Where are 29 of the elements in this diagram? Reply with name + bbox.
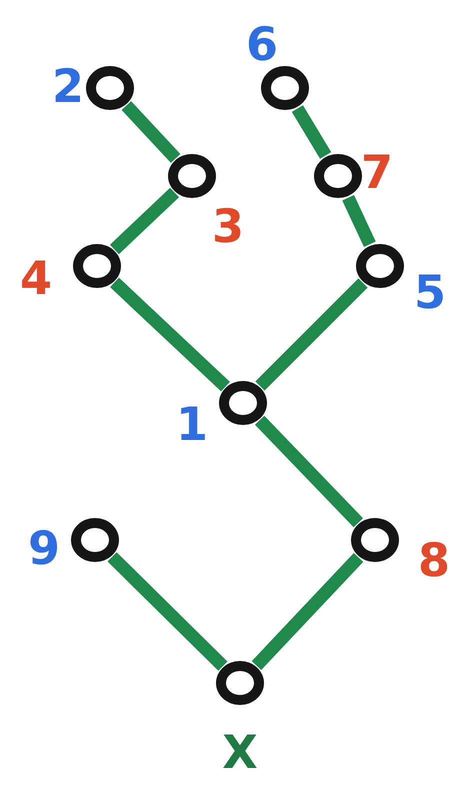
node-number: 5: [414, 269, 446, 315]
ring-joint: [351, 518, 399, 562]
node-number: 2: [52, 63, 84, 109]
node-number: 9: [28, 525, 60, 571]
ring-joint: [219, 381, 267, 425]
ring-joint: [71, 518, 119, 562]
connector-stick: [108, 552, 228, 671]
node-number: 3: [212, 203, 244, 249]
ring-joint: [168, 154, 216, 198]
connector-stick: [255, 278, 368, 391]
connector-stick: [110, 278, 230, 392]
node-number: X: [222, 729, 258, 775]
node-number: 7: [361, 149, 393, 195]
node-number: 8: [418, 537, 450, 583]
connector-stick: [292, 105, 332, 159]
connector-stick: [252, 553, 364, 670]
node-number: 1: [176, 401, 208, 447]
ring-joint: [314, 154, 362, 198]
ring-joint: [86, 66, 134, 110]
ring-joint: [73, 244, 121, 288]
connector-stick: [342, 195, 376, 247]
connector-stick: [254, 416, 364, 528]
node-number: 6: [246, 21, 278, 67]
connector-stick: [122, 101, 180, 163]
node-number: 4: [20, 255, 52, 301]
connector-stick: [110, 188, 180, 254]
ring-joint: [216, 661, 264, 705]
ring-joint: [261, 66, 309, 110]
ring-joint: [356, 244, 404, 288]
